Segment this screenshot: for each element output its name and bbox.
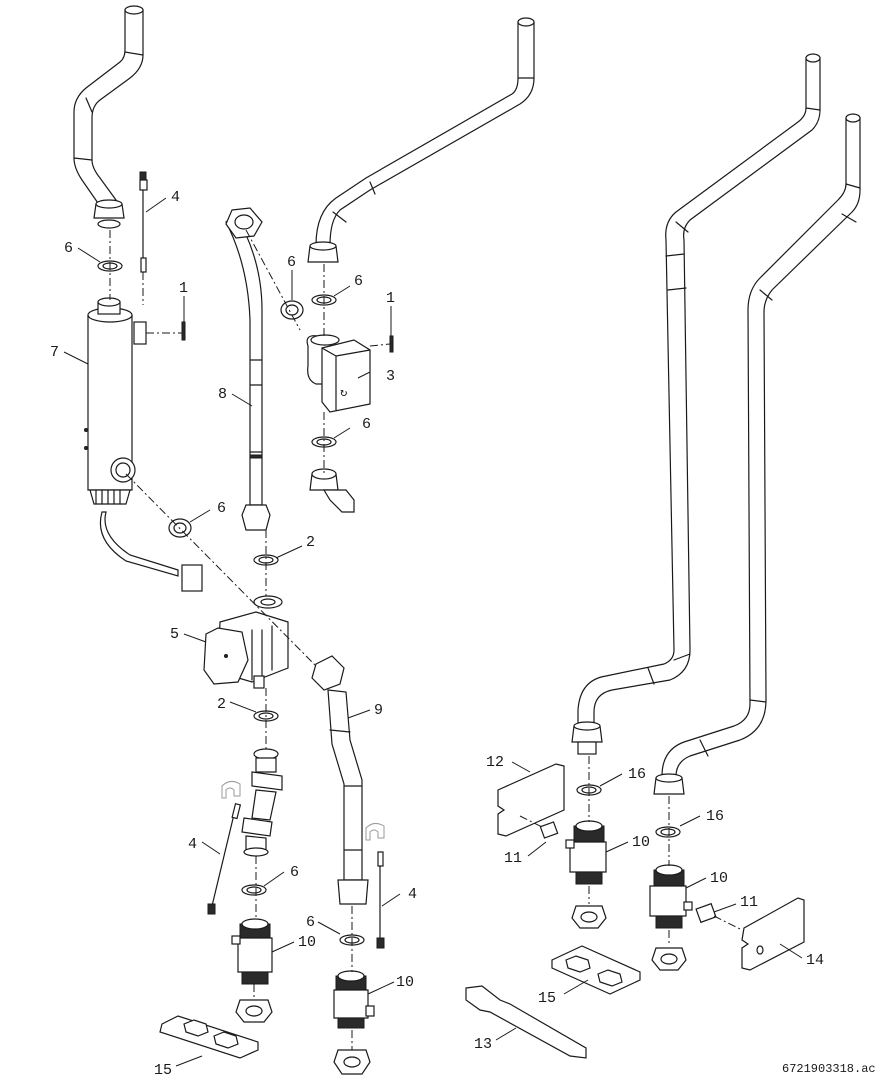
shutoff-valve-3 (565, 820, 607, 929)
coupling-11-left (539, 821, 559, 839)
callout-10-b: 10 (396, 974, 414, 991)
right-pipe-a (571, 53, 821, 755)
actuator-logo: ↻ (340, 386, 347, 400)
elbow-fitting (309, 468, 355, 513)
callout-15-left: 15 (154, 1062, 172, 1079)
callout-6-mid-b: 6 (354, 273, 363, 290)
heater-cylinder (84, 297, 147, 505)
pin-1-left (181, 321, 186, 341)
callout-6-mid-a: 6 (287, 254, 296, 271)
callout-4-left: 4 (188, 836, 197, 853)
callout-1-left: 1 (179, 280, 188, 297)
callout-6-bottom-right: 6 (306, 914, 315, 931)
callout-4-top: 4 (171, 189, 180, 206)
sensor-right-bottom (365, 822, 385, 949)
mounting-plate-left (159, 1015, 259, 1059)
shutoff-valve-2 (333, 970, 375, 1075)
right-pipe-b (653, 113, 861, 795)
callout-11-a: 11 (504, 850, 522, 867)
callout-11-b: 11 (740, 894, 758, 911)
assembly-axes (109, 229, 743, 1050)
shutoff-valve-4 (649, 864, 693, 971)
circulation-pump (203, 595, 289, 689)
flex-pipe-9 (311, 655, 369, 905)
callout-10-c: 10 (632, 834, 650, 851)
callout-10-a: 10 (298, 934, 316, 951)
callout-6-bottom-left: 6 (290, 864, 299, 881)
callout-labels: 4 6 1 7 6 6 1 8 3 6 6 2 5 2 9 4 6 4 6 10… (50, 189, 824, 1079)
flex-pipe-8 (225, 207, 271, 531)
callout-6-heater: 6 (217, 500, 226, 517)
heater-connector (181, 564, 203, 592)
callout-5: 5 (170, 626, 179, 643)
callout-10-d: 10 (710, 870, 728, 887)
sensor-top (139, 171, 148, 273)
coupling-11-right (695, 902, 717, 924)
callout-9: 9 (374, 702, 383, 719)
callout-7: 7 (50, 344, 59, 361)
sensor-left-bottom (207, 780, 242, 915)
wrench-13 (465, 985, 587, 1059)
valve-actuator: ↻ (306, 334, 371, 413)
pin-1-right (389, 335, 394, 353)
callout-16-a: 16 (628, 766, 646, 783)
leader-lines (63, 197, 803, 1067)
callout-2-top: 2 (306, 534, 315, 551)
callout-15-right: 15 (538, 990, 556, 1007)
callout-4-right: 4 (408, 886, 417, 903)
handle-14-screw (756, 945, 764, 955)
callout-6-mid-c: 6 (362, 416, 371, 433)
callout-12: 12 (486, 754, 504, 771)
callout-13: 13 (474, 1036, 492, 1053)
callout-1-right: 1 (386, 290, 395, 307)
lower-left-union (241, 748, 283, 857)
callout-2-bottom: 2 (217, 696, 226, 713)
upper-left-pipe (73, 5, 144, 229)
callout-6-top-left: 6 (64, 240, 73, 257)
mounting-plate-right (551, 945, 641, 995)
callout-14: 14 (806, 952, 824, 969)
callout-16-b: 16 (706, 808, 724, 825)
handle-12 (497, 763, 565, 837)
callout-8: 8 (218, 386, 227, 403)
reference-code: 6721903318.ac (782, 1062, 876, 1076)
heater-cable (99, 511, 179, 577)
shutoff-valve-1 (231, 918, 273, 1023)
upper-middle-pipe (307, 17, 535, 263)
callout-3: 3 (386, 368, 395, 385)
